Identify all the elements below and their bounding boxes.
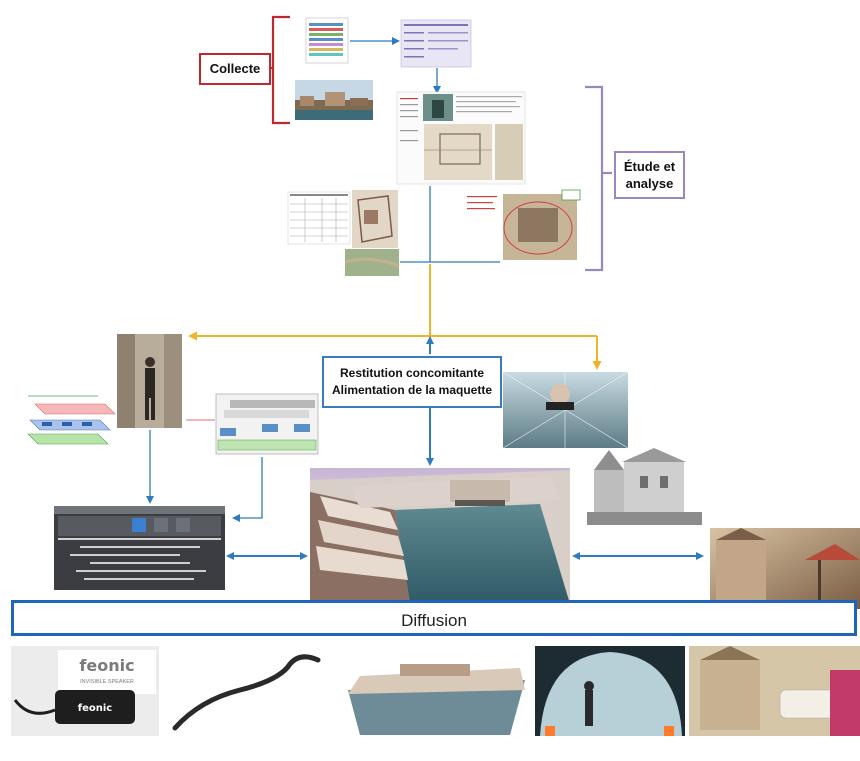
excavation-table-thumbnail [287,191,351,245]
etude-label-line1: Étude et [623,159,676,174]
layers-diagram [27,395,116,445]
arrow-schema-to-editor [232,457,263,522]
feonic-speaker-photo: feonic INVISIBLE SPEAKER feonic [11,646,159,736]
scenario-schema [215,393,319,455]
3d-city-model [310,468,570,604]
flat-cable-photo [163,646,339,736]
immersive-dome-photo [535,646,685,736]
game-scene-render [710,528,860,609]
castle-plan-thumbnail [352,190,398,248]
study-document-thumbnail [396,91,526,185]
diffusion-banner-text: Diffusion [401,611,467,630]
feonic-tagline-text: INVISIBLE SPEAKER [80,679,134,685]
restitution-label: Restitution concomitante Alimentation de… [322,356,502,408]
motion-capture-photo [117,334,182,428]
mobile-vr-photo [689,646,860,736]
restitution-label-line1: Restitution concomitante [339,366,484,380]
collecte-label-text: Collecte [209,61,261,76]
diffusion-banner: Diffusion [11,600,857,636]
database-table-thumbnail [400,19,472,68]
restitution-label-line2: Alimentation de la maquette [331,383,493,397]
feonic-device-text: feonic [78,703,113,714]
grey-castle-render [587,448,702,525]
collecte-bracket [271,15,290,125]
collecte-label: Collecte [199,53,271,85]
source-list-thumbnail [305,17,349,64]
feonic-brand-text: feonic [79,656,134,675]
timeline-editor-screenshot [54,506,225,590]
annotated-plan-thumbnail [465,189,581,262]
painting-thumbnail [295,80,373,120]
aerial-map-thumbnail [344,249,400,276]
etude-analyse-label: Étude et analyse [614,151,685,199]
etude-bracket [585,85,604,272]
vr-headset-photo [502,371,629,449]
etude-label-line2: analyse [625,176,674,191]
floating-model-photo [343,646,531,736]
